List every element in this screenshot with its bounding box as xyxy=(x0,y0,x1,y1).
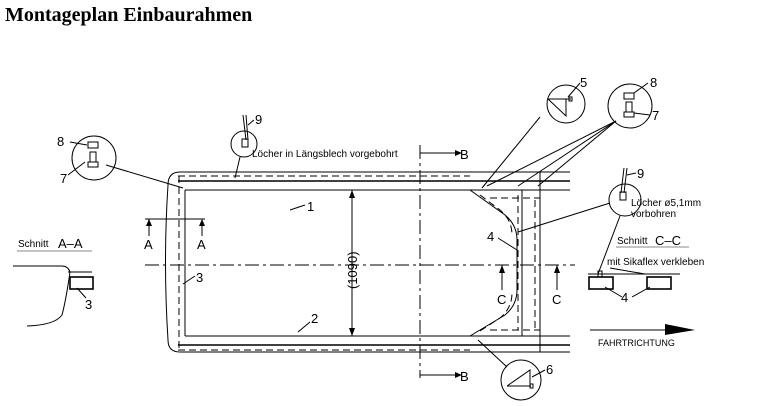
section-a-a-prefix: Schnitt xyxy=(18,239,49,250)
part-label-6: 6 xyxy=(546,362,553,377)
part-label-3-section: 3 xyxy=(85,297,92,312)
detail-rivet-top xyxy=(230,130,258,158)
part-label-2: 2 xyxy=(311,311,318,326)
part-label-7-right: 7 xyxy=(652,108,659,123)
detail-bracket-6 xyxy=(500,359,542,401)
section-c-c-prefix: Schnitt xyxy=(617,236,648,247)
note-holes-drill-1: Löcher ø5,1mm xyxy=(631,198,701,209)
part-label-8-right: 8 xyxy=(650,75,657,90)
part-label-8-left: 8 xyxy=(57,134,64,149)
section-a-a-label: A–A xyxy=(58,236,83,251)
dimension-1090: (1090) xyxy=(345,251,360,289)
part-label-3: 3 xyxy=(196,270,203,285)
marker-c-right: C xyxy=(552,292,561,307)
part-label-5: 5 xyxy=(580,75,587,90)
page-title: Montageplan Einbaurahmen xyxy=(5,4,253,26)
part-label-4-section: 4 xyxy=(621,290,628,305)
section-c-c-label: C–C xyxy=(655,233,681,248)
detail-bolt-left xyxy=(71,135,117,181)
frame-outline xyxy=(165,171,570,353)
detail-bolt-right xyxy=(607,83,653,129)
part-label-7-left: 7 xyxy=(60,171,67,186)
marker-a-left: A xyxy=(144,237,153,252)
marker-c-left: C xyxy=(497,292,506,307)
note-holes-long-sheet: Löcher in Längsblech vorgebohrt xyxy=(252,149,398,160)
note-sikaflex: mit Sikaflex verkleben xyxy=(607,257,704,268)
part-label-1: 1 xyxy=(307,199,314,214)
part-label-9-right: 9 xyxy=(637,166,644,181)
marker-a-right: A xyxy=(197,237,206,252)
part-label-9-top: 9 xyxy=(255,112,262,127)
part-label-4: 4 xyxy=(487,229,494,244)
detail-bracket-5 xyxy=(546,84,586,124)
section-c-c: Schnitt C–C mit Sikaflex verkleben 4 xyxy=(588,233,704,305)
marker-b-top: B xyxy=(460,147,469,162)
marker-b-bottom: B xyxy=(460,369,469,384)
direction-label: FAHRTRICHTUNG xyxy=(598,338,675,348)
section-a-a: Schnitt A–A 3 xyxy=(13,236,94,327)
note-holes-drill-2: vorbohren xyxy=(631,209,676,220)
